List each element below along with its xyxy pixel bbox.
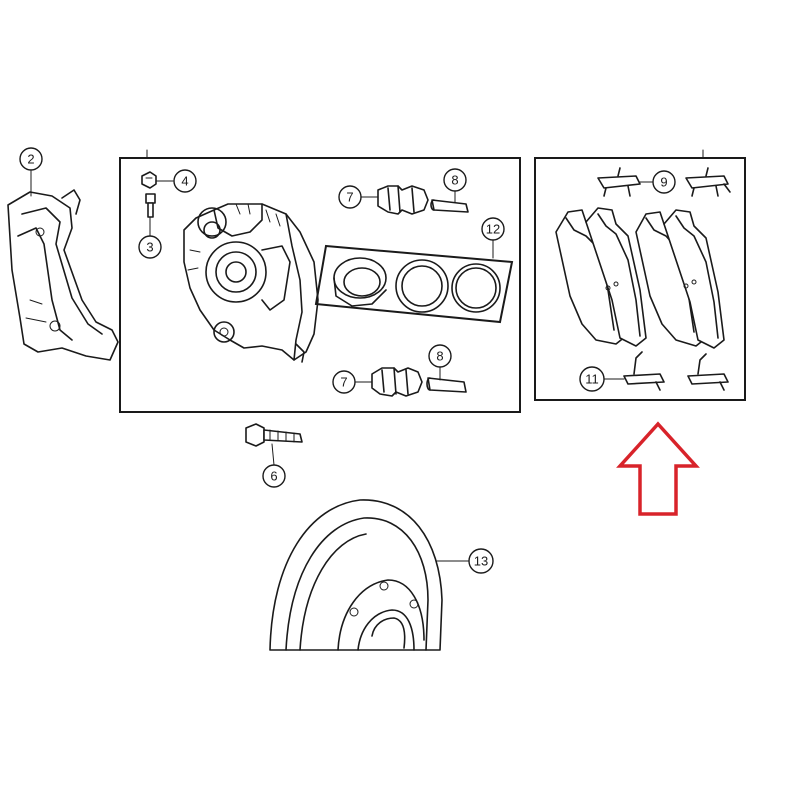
caliper-guide-bolt-drawing	[245, 423, 303, 466]
pad-clips-bottom-drawing	[603, 351, 729, 391]
bleeder-screw-and-cap-drawing	[141, 171, 174, 237]
callout-7-bottom-label: 7	[340, 375, 347, 390]
callout-6: 6	[262, 464, 286, 488]
callout-2-label: 2	[27, 152, 34, 167]
caliper-bracket-drawing	[7, 170, 119, 361]
piston-seal-kit-drawing	[314, 239, 514, 324]
highlight-arrow-icon	[616, 421, 700, 516]
brake-pads-group-frame	[534, 157, 746, 401]
guide-sleeve-bottom-drawing	[426, 366, 467, 393]
callout-6-label: 6	[270, 469, 277, 484]
callout-7-bottom: 7	[332, 370, 356, 394]
callout-8-bottom-label: 8	[436, 349, 443, 364]
callout-13: 13	[468, 548, 494, 574]
guide-bushing-bottom-drawing	[354, 367, 423, 397]
callout-8-top: 8	[443, 168, 467, 192]
callout-7-top: 7	[338, 185, 362, 209]
caliper-housing-drawing	[183, 203, 319, 363]
callout-12: 12	[481, 217, 505, 241]
brake-pad-set-drawing	[555, 207, 725, 349]
callout-4-label: 4	[181, 174, 188, 189]
callout-9: 9	[652, 170, 676, 194]
callout-2: 2	[19, 147, 43, 171]
callout-9-label: 9	[660, 175, 667, 190]
caliper-group-frame	[119, 157, 521, 413]
callout-3: 3	[138, 235, 162, 259]
brake-rotor-drawing	[269, 499, 470, 651]
guide-bushing-top-drawing	[359, 185, 429, 215]
anti-rattle-clips-top-drawing	[597, 167, 731, 197]
callout-7-top-label: 7	[346, 190, 353, 205]
callout-12-label: 12	[486, 222, 500, 237]
callout-3-label: 3	[146, 240, 153, 255]
callout-13-label: 13	[474, 554, 488, 569]
callout-4: 4	[173, 169, 197, 193]
callout-11-label: 11	[585, 372, 599, 387]
callout-11: 11	[579, 366, 605, 392]
callout-8-bottom: 8	[428, 344, 452, 368]
guide-sleeve-top-drawing	[430, 190, 469, 213]
callout-8-top-label: 8	[451, 173, 458, 188]
